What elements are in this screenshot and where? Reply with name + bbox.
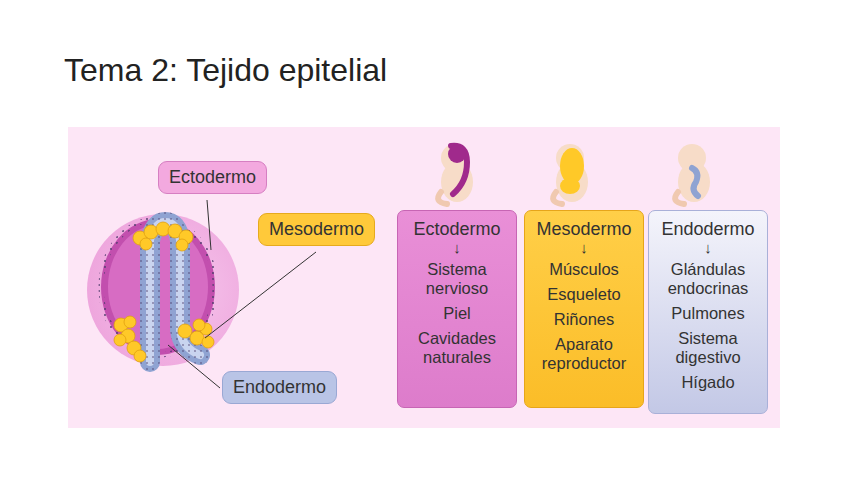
layer-label: Ectodermo — [158, 161, 267, 194]
derived-tissue: Sistema digestivo — [655, 329, 761, 367]
derived-tissue: Riñones — [554, 310, 615, 329]
layer-label: Mesodermo — [258, 213, 375, 246]
down-arrow: ↓ — [704, 239, 712, 256]
node-heading: Ectodermo — [169, 166, 256, 189]
layer-column: Mesodermo↓ MúsculosEsqueletoRiñonesAparat… — [524, 210, 644, 408]
layer-column: Ectodermo↓ Sistema nerviosoPielCavidades … — [397, 210, 517, 408]
embryo-section — [87, 214, 239, 366]
node-heading: Mesodermo — [269, 218, 364, 241]
node-heading: Ectodermo — [413, 219, 500, 240]
node-heading: Endodermo — [233, 376, 326, 399]
down-arrow: ↓ — [580, 239, 588, 256]
derived-tissue: Aparato reproductor — [531, 335, 637, 373]
derived-tissue: Músculos — [549, 260, 619, 279]
derived-tissue: Piel — [443, 304, 471, 323]
derived-tissue: Glándulas endocrinas — [655, 260, 761, 298]
derived-tissue: Esqueleto — [547, 285, 620, 304]
derived-tissue: Cavidades naturales — [404, 329, 510, 367]
fetus-icons — [438, 144, 710, 204]
panel — [68, 127, 780, 428]
node-heading: Endodermo — [661, 219, 754, 240]
derived-tissue: Sistema nervioso — [404, 260, 510, 298]
slide-title: Tema 2: Tejido epitelial — [64, 52, 387, 89]
layer-column: Endodermo↓ Glándulas endocrinasPulmonesSi… — [648, 210, 768, 414]
layer-label: Endodermo — [222, 371, 337, 404]
down-arrow: ↓ — [453, 239, 461, 256]
node-heading: Mesodermo — [536, 219, 631, 240]
derived-tissue: Hígado — [681, 373, 734, 392]
derived-tissue: Pulmones — [671, 304, 744, 323]
